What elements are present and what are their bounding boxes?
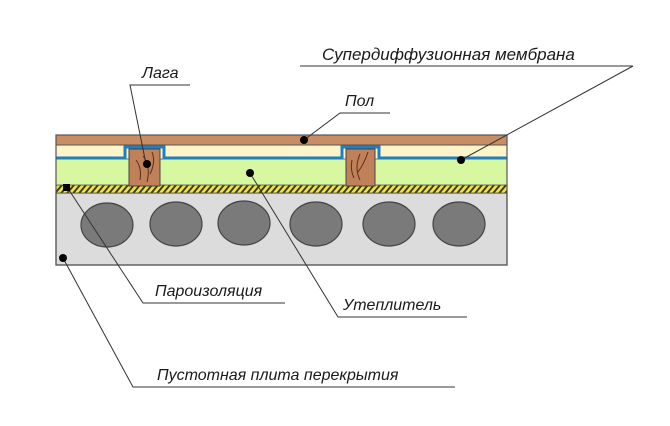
slab-dot: [59, 254, 67, 262]
joist-label: Лага: [142, 65, 179, 82]
slab-leader: [62, 257, 455, 388]
floor-layer: [55, 134, 508, 146]
insulation-label: Утеплитель: [343, 297, 442, 314]
slab-hollow: [217, 200, 271, 246]
membrane-label: Супердиффузионная мембрана: [322, 45, 575, 64]
slab-hollow: [80, 202, 134, 248]
leader-dots: [59, 136, 465, 262]
slab-hollow: [432, 201, 486, 247]
slab-hollow: [289, 201, 343, 247]
membrane-dot: [457, 156, 465, 164]
ventilation-gap-layer: [56, 145, 507, 158]
section-outline: [55, 134, 508, 266]
vapor-barrier-dot: [63, 184, 70, 191]
vapor-barrier-label: Пароизоляция: [155, 283, 263, 300]
floor-label: Пол: [345, 93, 375, 110]
membrane-leader: [300, 65, 634, 161]
slab-hollow: [149, 201, 203, 247]
insulation-dot: [246, 169, 254, 177]
floor-leader: [303, 112, 390, 141]
vapor-barrier-leader: [66, 186, 285, 304]
slab-hollow: [362, 201, 416, 247]
membrane-layer: [56, 145, 507, 160]
vapor-barrier-layer: [55, 184, 508, 194]
joist-leader: [129, 84, 190, 165]
insulation-leader: [249, 172, 467, 318]
joist-dot: [143, 160, 151, 168]
slab-label: Пустотная плита перекрытия: [157, 367, 399, 384]
leader-lines: [62, 65, 634, 388]
slab-hollows: [80, 200, 486, 248]
insulation-layer: [55, 158, 508, 186]
floor-dot: [300, 136, 308, 144]
